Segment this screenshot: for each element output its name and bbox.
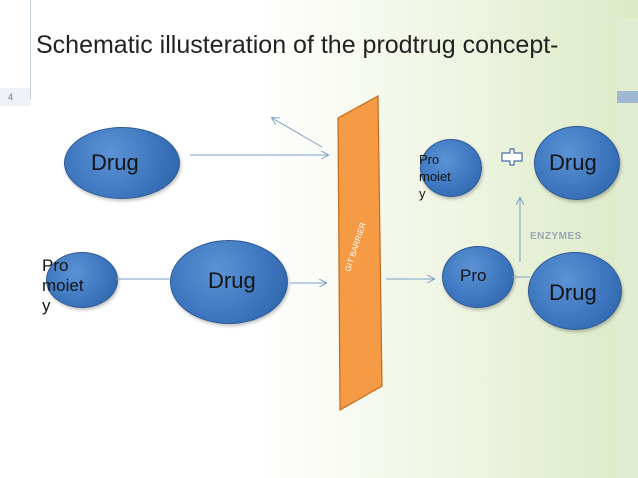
arrow-reflected [272,118,323,148]
slide-number: 4 [8,92,14,102]
drug-circle-mid-right [528,252,622,330]
drug-label-mid-left: Drug [208,268,256,293]
enzymes-label: ENZYMES [530,231,582,242]
pro-circle-mid-right [442,246,514,308]
drug-label-mid-right: Drug [549,280,597,305]
promoiety-circle-left [46,252,118,308]
drug-circle-top-right [534,126,620,200]
right-decor-bar [615,18,638,478]
promoiety-label-top-right: Pro moiet y [419,152,451,201]
left-decor-line [30,0,31,100]
slide-title: Schematic illusteration of the prodtrug … [36,31,559,59]
promoiety-circle-top-right [420,139,482,197]
drug-label-top-left: Drug [91,150,139,175]
drug-circle-top-left [64,127,180,199]
pro-label-mid-right: Pro [460,266,487,285]
slide-number-box [0,88,30,106]
git-barrier [337,94,383,412]
promoiety-label-left: Pro moiet y [42,256,84,315]
drug-circle-mid-left [170,240,288,324]
plus-icon [501,148,523,166]
right-decor-tab [617,91,638,103]
drug-label-top-right: Drug [549,150,597,175]
